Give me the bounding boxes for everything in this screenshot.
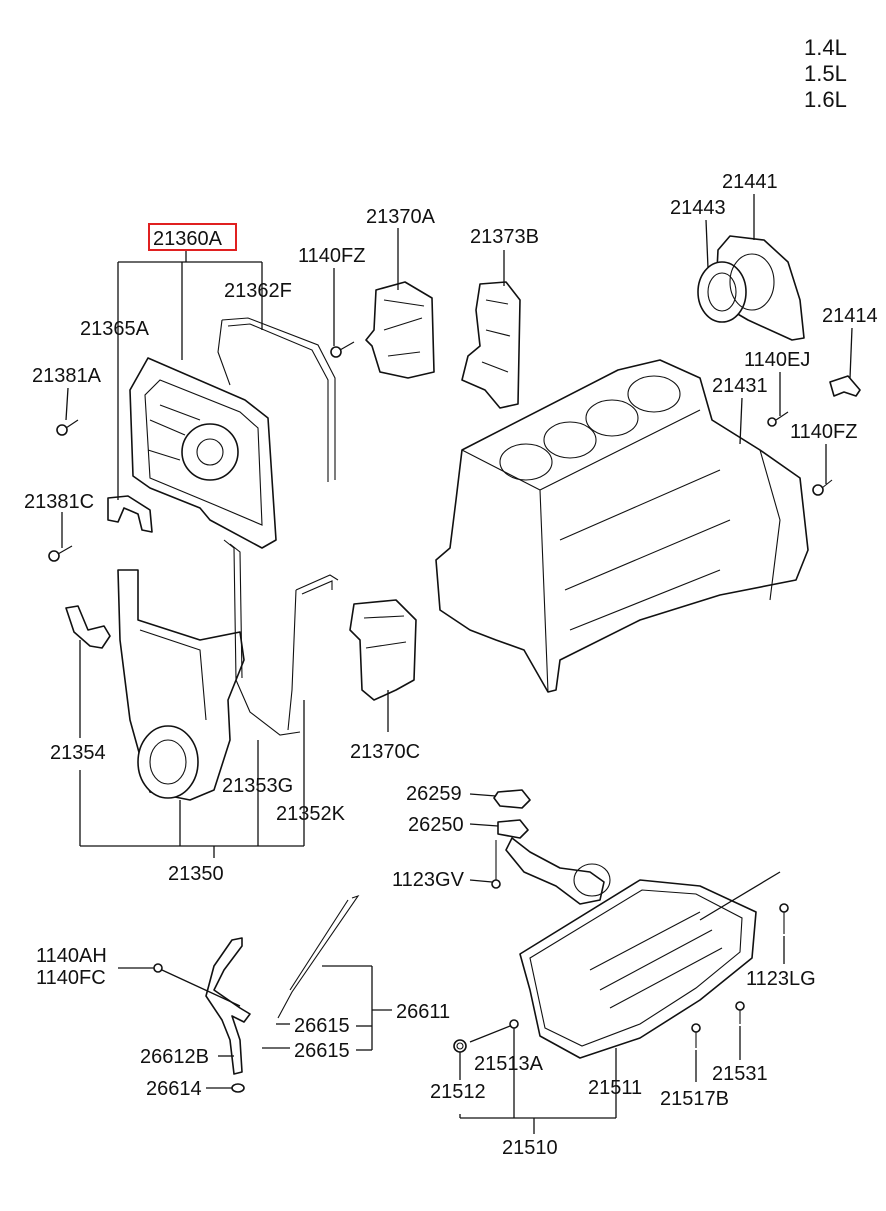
bolt-21517b — [691, 1023, 701, 1048]
dipstick-guide-26612b — [205, 937, 251, 1075]
dipstick-26611 — [277, 894, 360, 1019]
engine-variant-1: 1.4L — [804, 35, 847, 60]
label-1140fz-upper[interactable]: 1140FZ — [298, 245, 365, 267]
label-21381a[interactable]: 21381A — [32, 365, 102, 387]
bracket-21370a — [365, 281, 435, 379]
engine-variant-2: 1.5L — [804, 61, 847, 86]
label-26615-a[interactable]: 26615 — [294, 1015, 350, 1037]
leader-lines — [61, 194, 853, 1134]
oil-pan-21511 — [519, 879, 757, 1059]
label-26250[interactable]: 26250 — [408, 814, 464, 836]
bracket-21370c — [349, 599, 417, 701]
timing-cover-bracket-21354 — [65, 605, 111, 649]
label-21360a[interactable]: 21360A — [153, 228, 223, 250]
label-21362f[interactable]: 21362F — [224, 280, 292, 302]
rear-seal-retainer — [697, 235, 805, 341]
bolt-1140fz-right — [812, 479, 833, 496]
label-21443[interactable]: 21443 — [670, 197, 726, 219]
label-21510[interactable]: 21510 — [502, 1137, 558, 1159]
label-21513a[interactable]: 21513A — [474, 1053, 544, 1075]
bolt-1140ej — [767, 411, 789, 427]
label-21512[interactable]: 21512 — [430, 1081, 486, 1103]
timing-cover-seal-small — [107, 495, 153, 533]
label-21353g[interactable]: 21353G — [222, 775, 293, 797]
cylinder-block — [435, 359, 809, 693]
label-1140fz-right[interactable]: 1140FZ — [790, 421, 857, 443]
label-21365a[interactable]: 21365A — [80, 318, 150, 340]
bolt-1123gv — [491, 840, 501, 889]
oil-strainer-26250 — [497, 819, 611, 905]
engine-variant-3: 1.6L — [804, 87, 847, 112]
timing-cover-upper — [129, 357, 277, 549]
label-21441[interactable]: 21441 — [722, 171, 778, 193]
timing-cover-gasket-upper — [217, 317, 336, 482]
bolt-1140fz-upper — [330, 341, 355, 358]
label-21370c[interactable]: 21370C — [350, 741, 420, 763]
label-26614[interactable]: 26614 — [146, 1078, 202, 1100]
label-1123lg[interactable]: 1123LG — [746, 968, 816, 990]
gasket-21352k — [287, 574, 339, 731]
label-21350[interactable]: 21350 — [168, 863, 224, 885]
label-1140fc[interactable]: 1140FC — [36, 967, 106, 989]
timing-cover-lower — [117, 569, 245, 801]
label-26611[interactable]: 26611 — [396, 1001, 450, 1023]
label-21373b[interactable]: 21373B — [470, 226, 539, 248]
bracket-21414 — [829, 375, 861, 397]
label-21381c[interactable]: 21381C — [24, 491, 94, 513]
label-21354[interactable]: 21354 — [50, 742, 106, 764]
gasket-26259 — [493, 789, 531, 809]
gasket-21513a — [509, 1019, 519, 1029]
label-21352k[interactable]: 21352K — [276, 803, 346, 825]
label-26259[interactable]: 26259 — [406, 783, 462, 805]
drain-plug-21512 — [453, 1039, 467, 1053]
label-26612b[interactable]: 26612B — [140, 1046, 209, 1068]
bolt-1140ah — [153, 963, 163, 973]
label-26615-b[interactable]: 26615 — [294, 1040, 350, 1062]
label-21517b[interactable]: 21517B — [660, 1088, 729, 1110]
label-21511[interactable]: 21511 — [588, 1077, 642, 1099]
highlight-box — [148, 223, 237, 251]
bolt-21381c — [48, 545, 73, 562]
label-21431[interactable]: 21431 — [712, 375, 768, 397]
bolt-1123lg — [779, 903, 789, 934]
label-1140ej[interactable]: 1140EJ — [744, 349, 810, 371]
label-1123gv[interactable]: 1123GV — [392, 869, 465, 891]
oring-26614 — [231, 1083, 245, 1093]
label-21414[interactable]: 21414 — [822, 305, 878, 327]
bolt-21531 — [735, 1001, 745, 1024]
bolt-21381a — [56, 419, 79, 436]
label-21370a[interactable]: 21370A — [366, 206, 436, 228]
bracket-21373b — [461, 281, 521, 409]
label-21531[interactable]: 21531 — [712, 1063, 768, 1085]
gasket-21353g — [223, 539, 301, 736]
label-1140ah[interactable]: 1140AH — [36, 945, 107, 967]
